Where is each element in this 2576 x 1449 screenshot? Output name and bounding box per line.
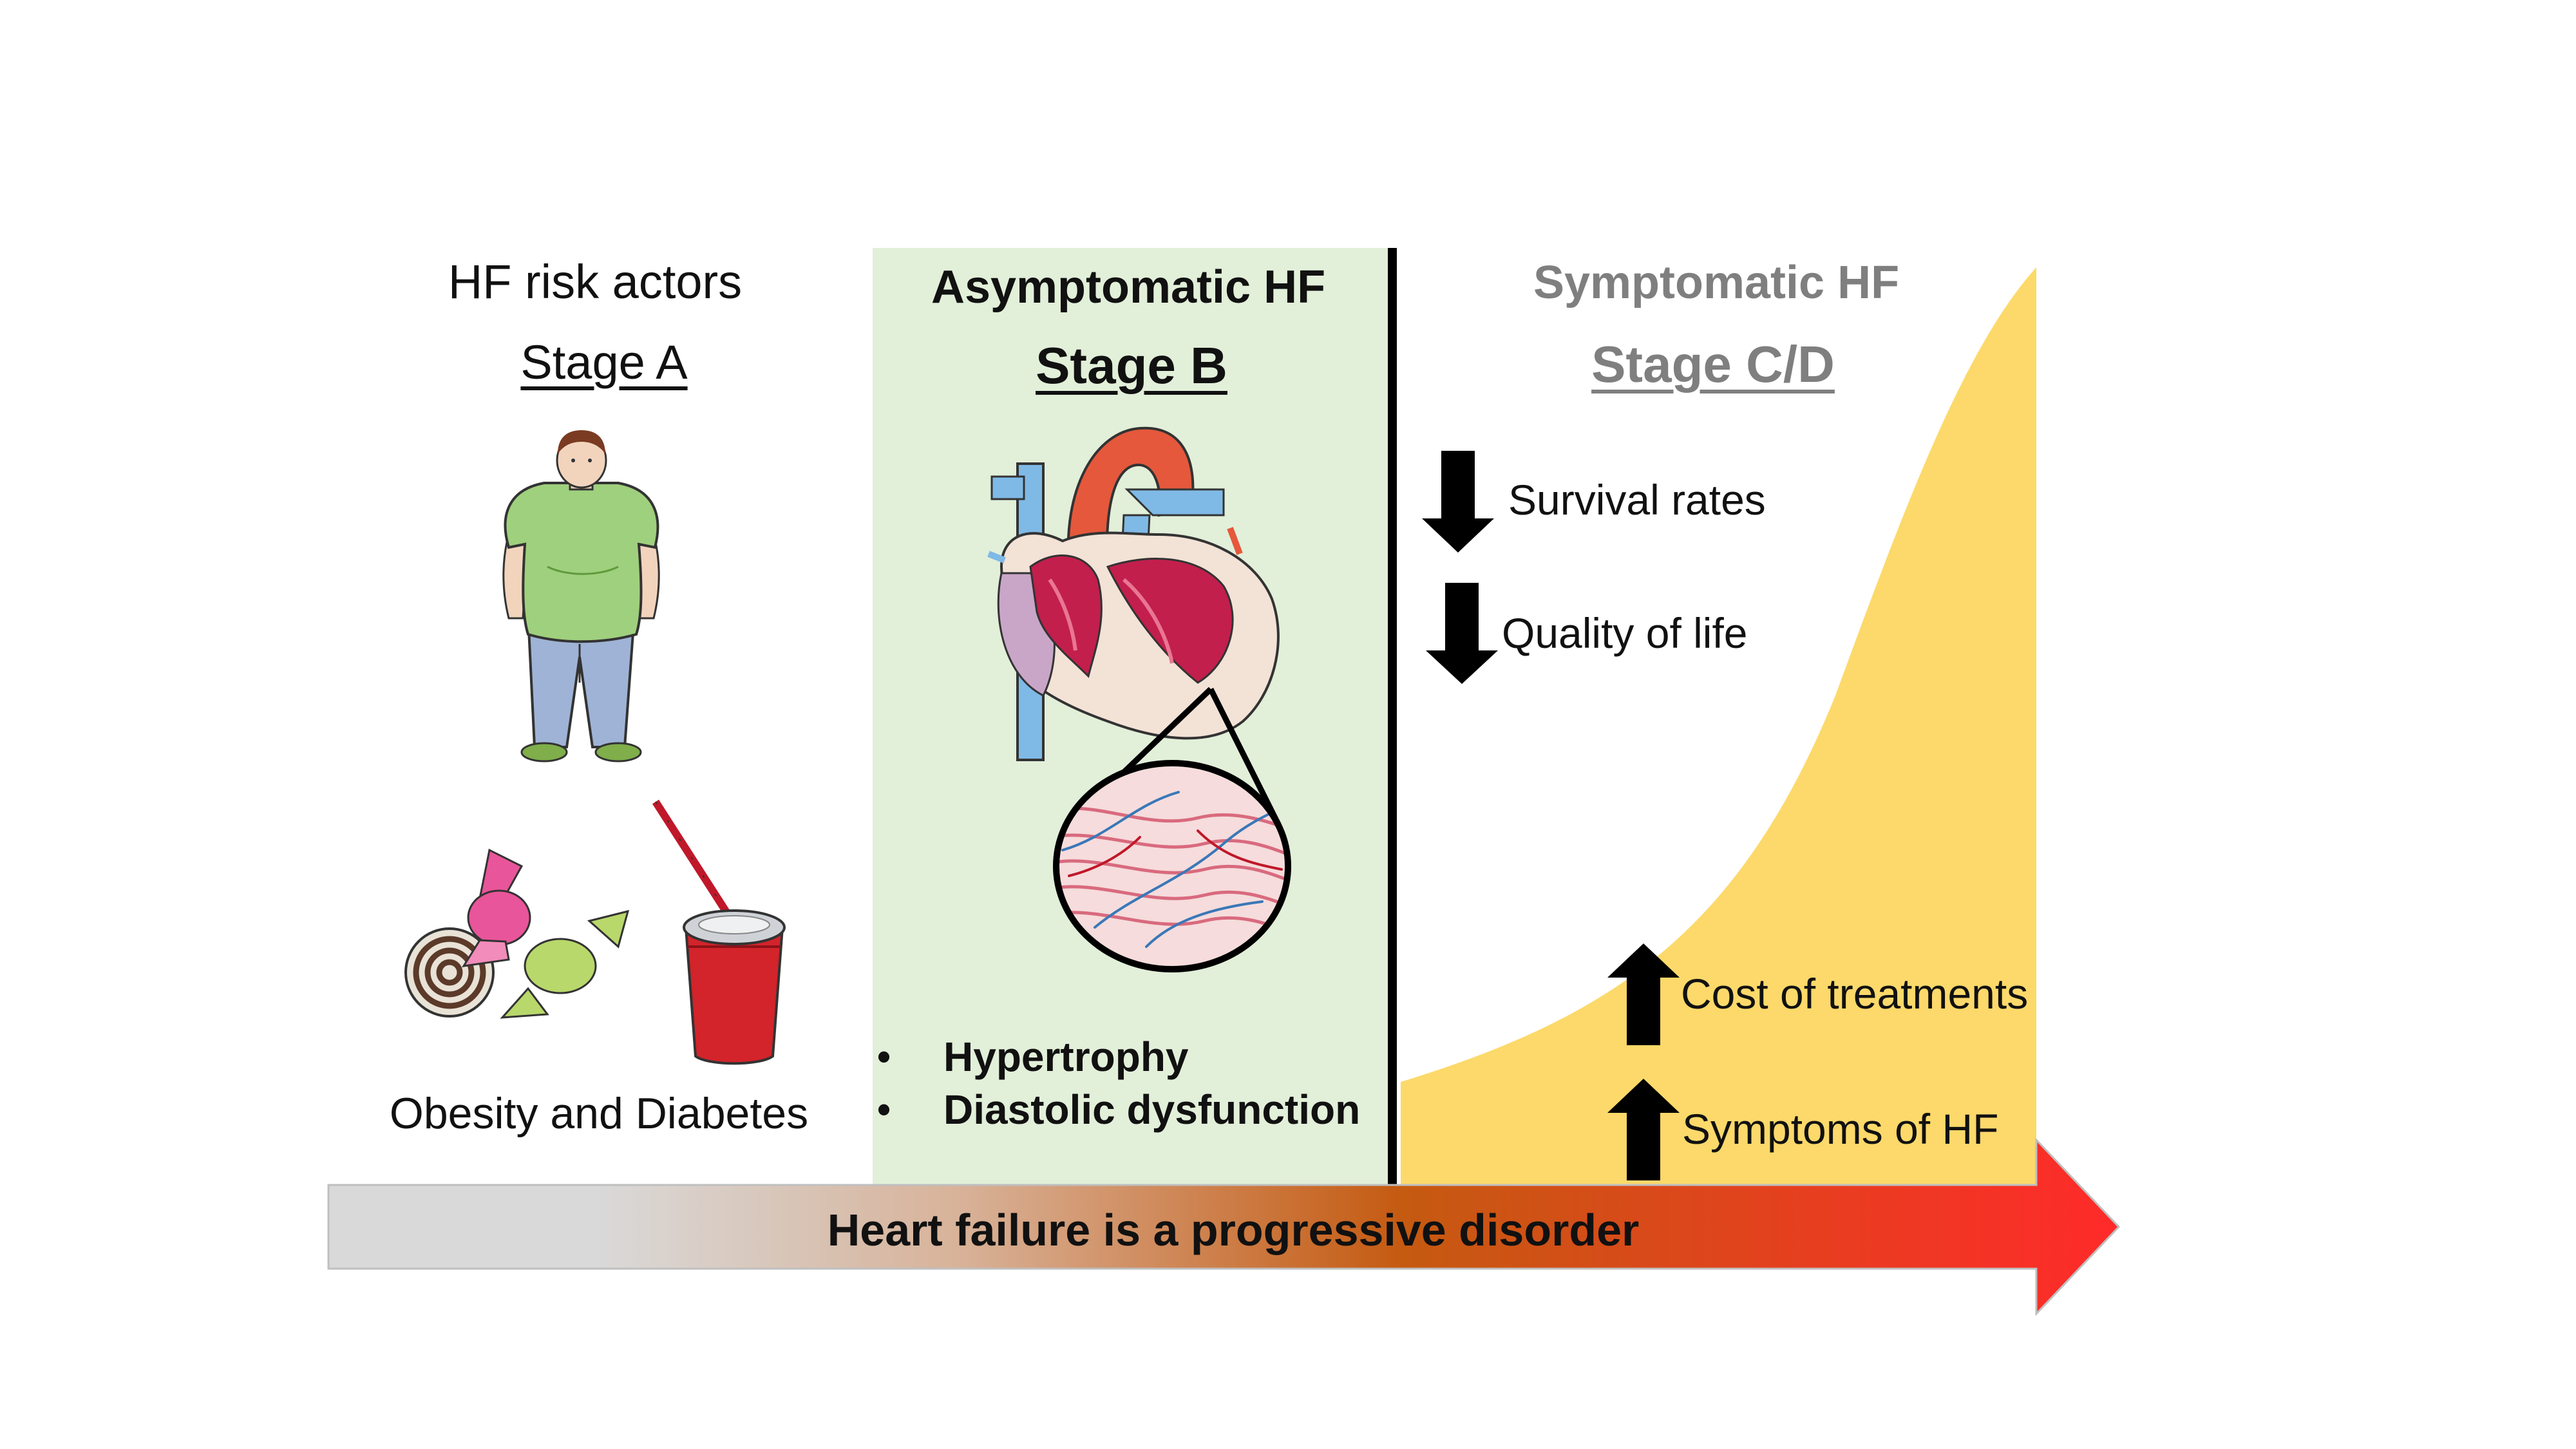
progression-curve: [1401, 267, 2036, 1185]
obese-person-icon: [502, 430, 660, 762]
stage-cd-category: Symptomatic HF: [1533, 257, 1900, 308]
soda-cup-icon: [652, 799, 786, 1065]
finding-hypertrophy: Hypertrophy: [876, 1030, 1360, 1083]
myocardium-zoom-icon: [1053, 687, 1291, 972]
progression-label: Heart failure is a progressive disorder: [827, 1205, 1640, 1255]
stage-b-title: Stage B: [1036, 337, 1227, 394]
increase-cost-of-treatments: Cost of treatments: [1681, 970, 2029, 1018]
decrease-quality-of-life: Quality of life: [1502, 609, 1748, 657]
stage-a-title: Stage A: [520, 336, 688, 389]
progression-arrow: [327, 1137, 2121, 1316]
stage-b-category: Asymptomatic HF: [931, 261, 1326, 313]
stage-b-findings: Hypertrophy Diastolic dysfunction: [876, 1030, 1360, 1136]
stage-a-caption: Obesity and Diabetes: [389, 1089, 809, 1138]
increase-symptoms-of-hf: Symptoms of HF: [1682, 1105, 1999, 1153]
up-arrow-icon: [1607, 943, 1680, 1180]
finding-diastolic-dysfunction: Diastolic dysfunction: [876, 1083, 1360, 1136]
candy-icon: [404, 848, 630, 1019]
down-arrow-icon: [1422, 451, 1498, 684]
decrease-survival-rates: Survival rates: [1508, 476, 1766, 524]
heart-anatomy-icon: [987, 426, 1280, 761]
stage-a-category: HF risk actors: [448, 255, 743, 308]
stage-cd-title: Stage C/D: [1591, 336, 1835, 393]
